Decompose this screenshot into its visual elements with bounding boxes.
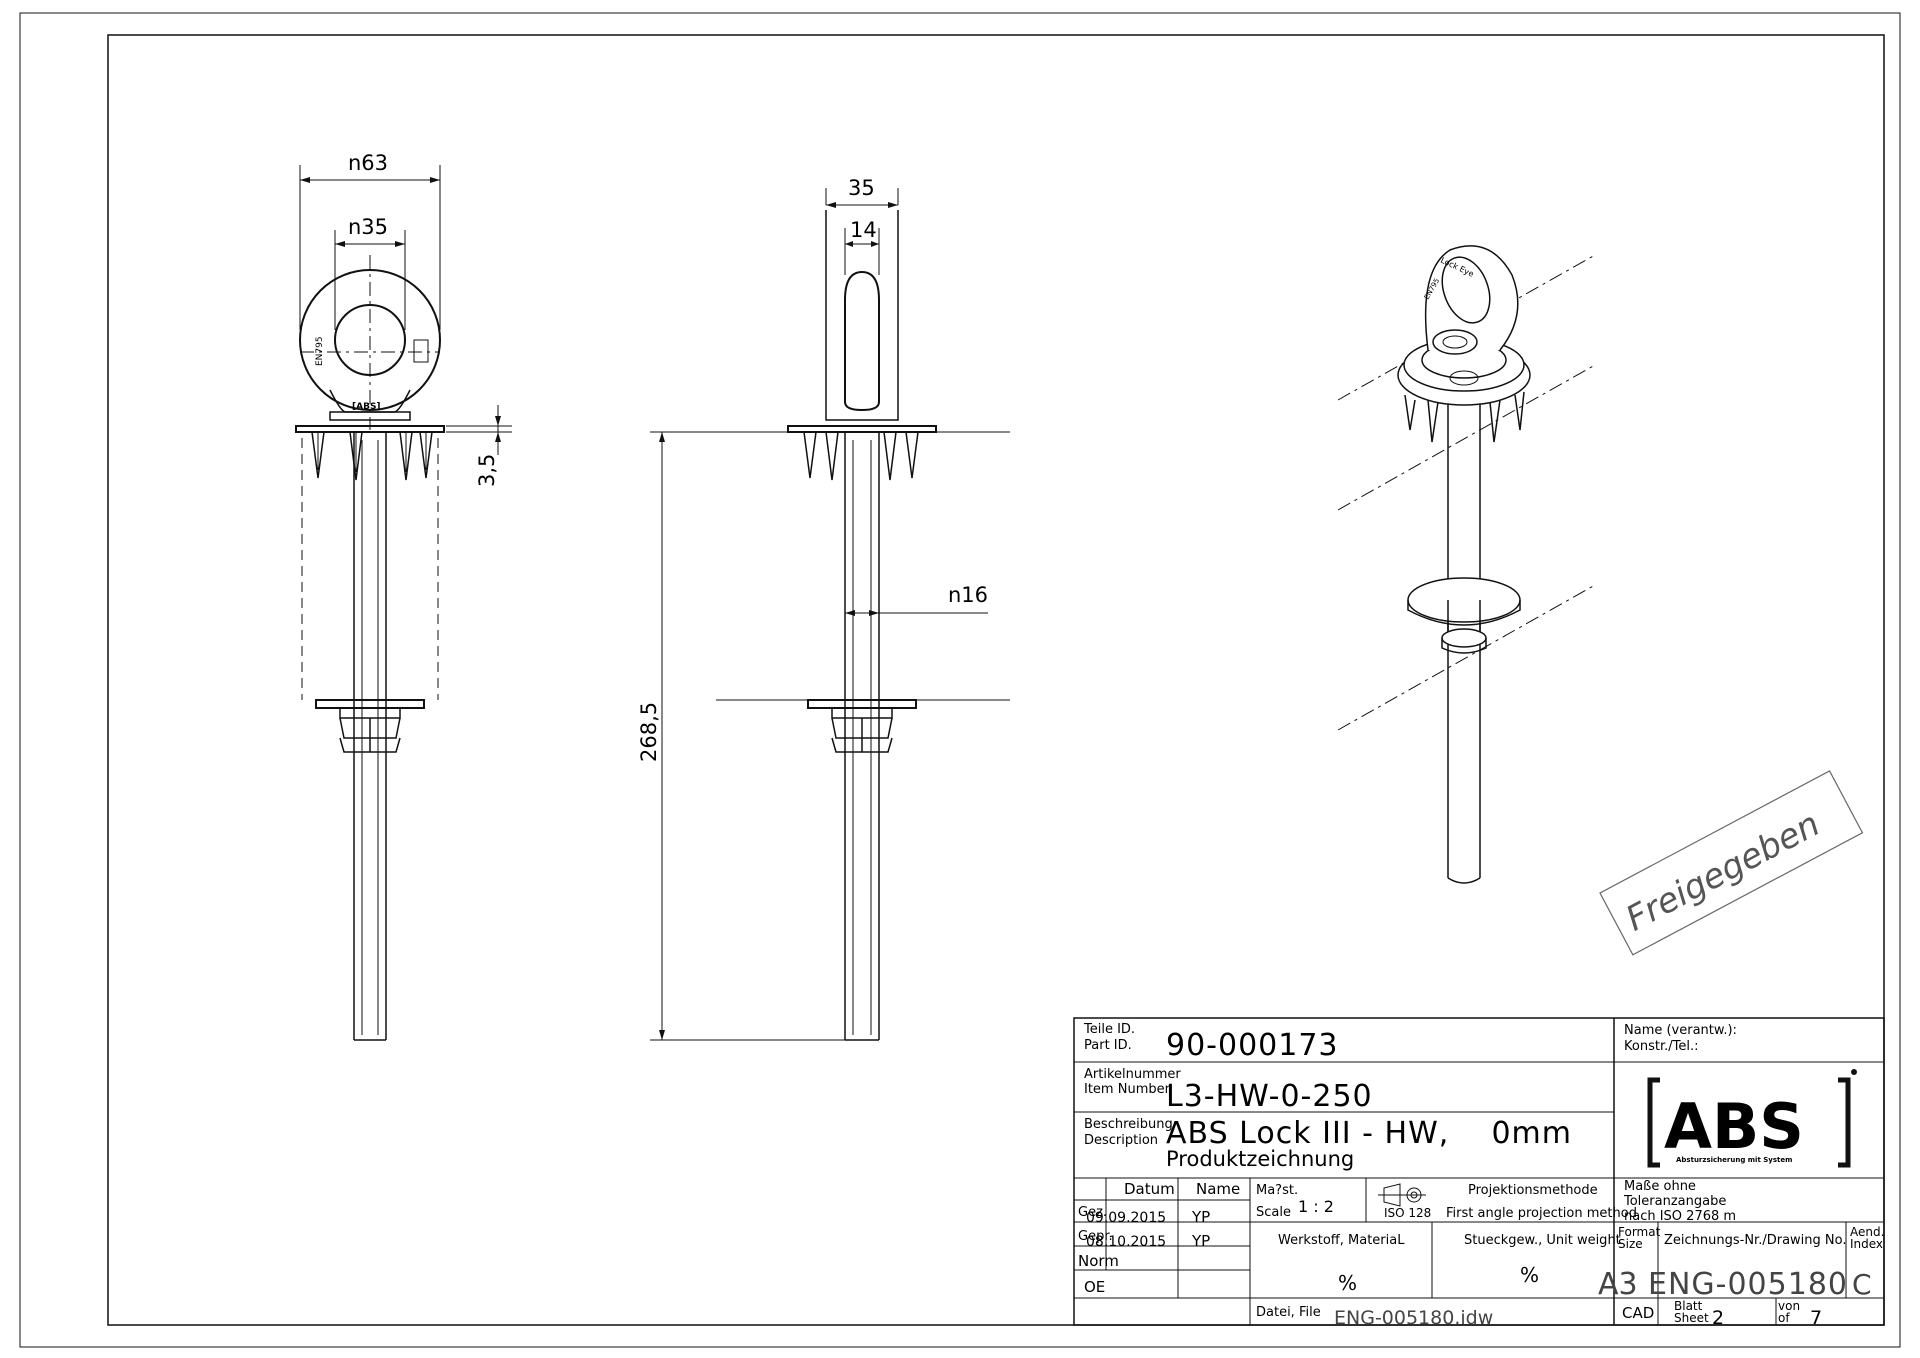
material-value: % (1338, 1271, 1357, 1295)
article-label-de: Artikelnummer (1084, 1067, 1181, 1082)
article-label-en: Item Number (1084, 1082, 1171, 1097)
of-value: 7 (1810, 1307, 1822, 1329)
description-label-en: Description (1084, 1133, 1158, 1148)
description-value: ABS Lock III - HW, 0mm (1166, 1116, 1572, 1151)
projection-iso: ISO 128 (1384, 1206, 1431, 1220)
projection-label: Projektionsmethode (1468, 1183, 1598, 1198)
part-id-label-en: Part ID. (1084, 1038, 1132, 1053)
col-name: Name (1196, 1180, 1240, 1198)
row-gez-date: 09.09.2015 (1086, 1210, 1166, 1226)
of-label-de: von (1778, 1299, 1800, 1313)
format-value: A3 (1598, 1267, 1638, 1302)
row-oe-label: OE (1084, 1278, 1105, 1296)
description-label-de: Beschreibung (1084, 1117, 1173, 1132)
dim-side-inner: 14 (850, 218, 877, 242)
outer-frame (19, 12, 1901, 1348)
row-gepr-name: YP (1191, 1232, 1210, 1250)
scale-label-de: Ma?st. (1256, 1183, 1298, 1198)
title-block: Teile ID. Part ID. 90-000173 Name (veran… (1073, 1017, 1885, 1329)
dim-side-outer: 35 (848, 176, 875, 200)
logo-tagline: Absturzsicherung mit System (1676, 1156, 1792, 1164)
abs-logo: ABS Absturzsicherung mit System (1647, 1069, 1857, 1168)
drawing-no-label: Zeichnungs-Nr./Drawing No. (1664, 1233, 1847, 1248)
dim-front-inner: n35 (348, 215, 388, 239)
scale-label-en: Scale (1256, 1205, 1291, 1220)
weight-label: Stueckgew., Unit weight (1464, 1233, 1621, 1248)
drawing-border (107, 34, 1885, 1326)
row-norm-label: Norm (1078, 1252, 1119, 1270)
dim-shaft-diameter: n16 (948, 583, 988, 607)
file-label: Datei, File (1256, 1305, 1321, 1320)
tolerance-line2: Toleranzangabe (1623, 1194, 1726, 1209)
sheet-label-de: Blatt (1674, 1299, 1703, 1313)
side-plate (787, 425, 937, 433)
isometric-view: Lock Eye EN795 (1337, 245, 1596, 884)
front-view: [ABS] EN795 n63 n35 3, (295, 151, 512, 1041)
projection-symbol-icon (1378, 1183, 1426, 1207)
tolerance-line1: Maße ohne (1624, 1179, 1696, 1194)
name-label-de: Name (verantw.): (1624, 1023, 1737, 1038)
release-stamp: Freigegeben (1599, 770, 1864, 956)
front-plate (295, 425, 445, 433)
row-gez-label: Gez. (1078, 1205, 1107, 1220)
revision-label-en: Index (1850, 1237, 1883, 1251)
front-brand-mark: [ABS] (352, 402, 381, 412)
format-label-de: Format (1618, 1225, 1661, 1239)
front-en-mark: EN795 (315, 336, 325, 366)
weight-value: % (1520, 1263, 1539, 1287)
part-id-label-de: Teile ID. (1083, 1022, 1135, 1037)
tolerance-line3: nach ISO 2768 m (1624, 1209, 1736, 1224)
stamp-text: Freigegeben (1620, 804, 1827, 939)
dim-overall-length: 268,5 (637, 702, 661, 762)
drawing-no-value: ENG-005180 (1648, 1267, 1848, 1302)
description-sub: Produktzeichnung (1166, 1147, 1354, 1171)
material-label: Werkstoff, MateriaL (1278, 1233, 1405, 1248)
row-gepr-date: 08.10.2015 (1086, 1234, 1166, 1250)
dim-front-outer: n63 (348, 151, 388, 175)
scale-value: 1 : 2 (1298, 1197, 1334, 1216)
side-view: 35 14 n16 268,5 (637, 176, 1010, 1041)
sheet-label-en: Sheet (1674, 1311, 1709, 1325)
row-gepr-label: Gepr. (1078, 1229, 1113, 1244)
logo-text: ABS (1664, 1090, 1804, 1163)
file-value: ENG-005180.idw (1334, 1307, 1493, 1329)
cad-label: CAD (1622, 1304, 1654, 1322)
format-label-en: Size (1618, 1237, 1643, 1251)
sheet-value: 2 (1712, 1307, 1724, 1329)
article-value: L3-HW-0-250 (1166, 1079, 1373, 1114)
name-label-en: Konstr./Tel.: (1624, 1039, 1698, 1054)
col-datum: Datum (1124, 1180, 1175, 1198)
revision-value: C (1852, 1268, 1872, 1301)
dim-plate-thickness: 3,5 (475, 454, 499, 487)
part-id-value: 90-000173 (1166, 1028, 1339, 1063)
projection-method: First angle projection method (1446, 1206, 1637, 1221)
of-label-en: of (1778, 1311, 1790, 1325)
revision-label-de: Aend. (1850, 1225, 1884, 1239)
row-gez-name: YP (1191, 1208, 1210, 1226)
